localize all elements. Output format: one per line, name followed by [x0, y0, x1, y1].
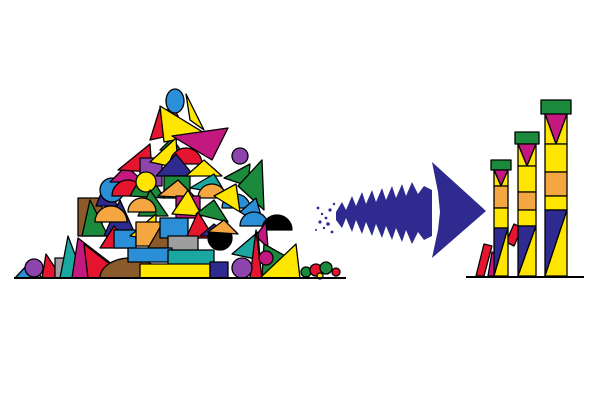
- pile-shape: [255, 221, 269, 249]
- tower-3-block: [544, 171, 568, 197]
- tower-group: [475, 99, 572, 277]
- tower-2-block: [517, 209, 537, 227]
- pile-shape: [207, 219, 239, 235]
- pile-shape: [300, 266, 312, 278]
- pile-shape: [261, 214, 293, 231]
- pile-shape: [213, 183, 241, 213]
- tower-2-cap: [514, 131, 540, 145]
- tower-2: [514, 131, 540, 277]
- pile-shape: [171, 189, 203, 217]
- tower-1: [490, 159, 512, 277]
- tower-1-cap: [490, 159, 512, 171]
- tower-1-block: [493, 185, 509, 209]
- pile-shape: [171, 127, 229, 161]
- pile-shape: [165, 88, 185, 114]
- arrow-spray: [315, 202, 336, 234]
- pile-shape: [159, 217, 189, 239]
- pile-shape: [185, 159, 223, 177]
- pile-shape: [319, 261, 333, 275]
- pile-shape: [94, 205, 128, 223]
- pile-shape: [113, 229, 137, 249]
- pile-shape: [231, 257, 253, 279]
- pile-shape: [237, 159, 265, 211]
- pile-shape: [331, 267, 341, 277]
- arrow-head: [432, 162, 486, 258]
- arrow-shaft: [336, 182, 432, 244]
- pile-shape: [185, 93, 205, 131]
- shape-pile: [14, 88, 341, 280]
- tower-3-block: [544, 195, 568, 211]
- pile-shape: [127, 247, 173, 263]
- pile-shape: [231, 147, 249, 165]
- tower-1-block: [493, 207, 509, 229]
- tower-2-block: [517, 191, 537, 211]
- pile-shape: [195, 199, 229, 223]
- pile-shape: [24, 258, 44, 278]
- tower-3-cap: [540, 99, 572, 115]
- tower-3-block: [544, 143, 568, 173]
- pile-shape: [139, 263, 211, 279]
- pile-shape: [258, 250, 274, 266]
- pile-shape: [209, 261, 229, 279]
- tower-3: [540, 99, 572, 277]
- pile-shape: [127, 197, 157, 213]
- transform-arrow: [315, 162, 486, 258]
- pile-shape: [135, 171, 157, 193]
- tower-2-block: [517, 165, 537, 193]
